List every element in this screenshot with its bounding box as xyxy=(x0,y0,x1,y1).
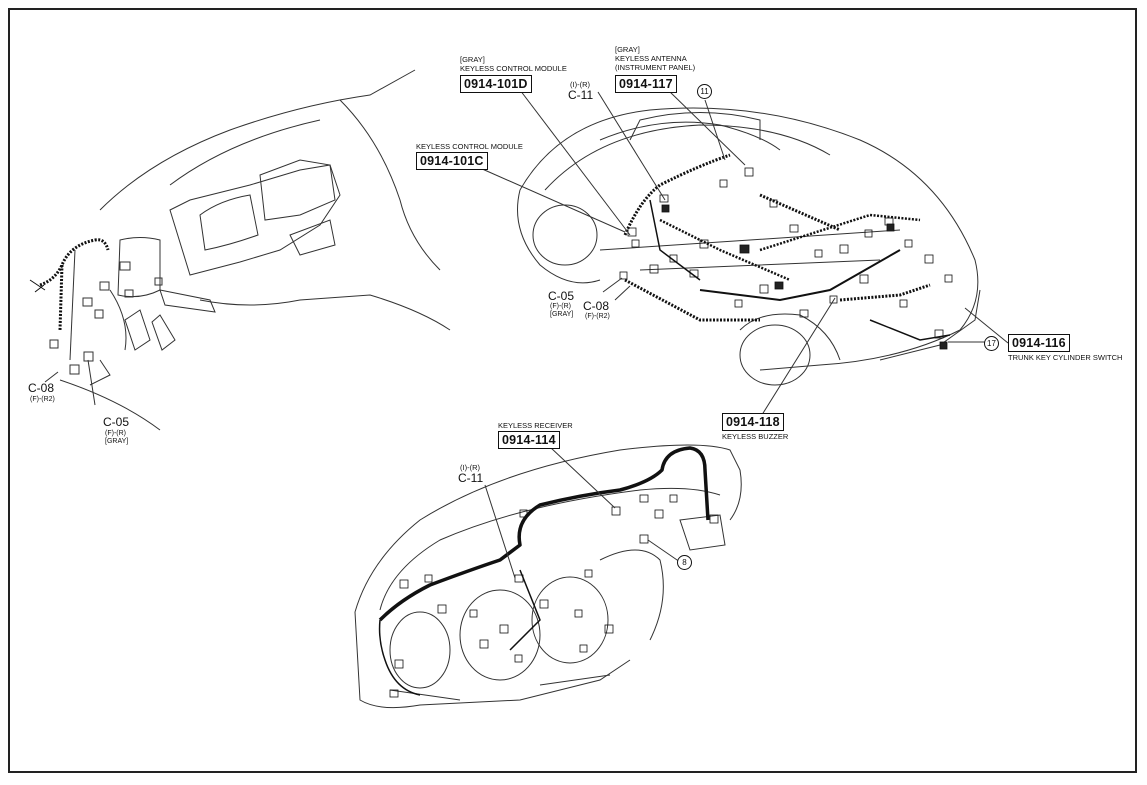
receiver-note: KEYLESS RECEIVER xyxy=(498,421,573,430)
antenna-note-gray: [GRAY] xyxy=(615,45,640,54)
marker-11: 11 xyxy=(697,84,712,99)
c05-car-label: C-05 xyxy=(548,289,575,303)
c08-car-label: C-08 xyxy=(583,299,610,313)
c05-left-color: [GRAY] xyxy=(105,438,129,445)
kcm-c-code: 0914-101C xyxy=(416,152,488,170)
c05-car-color: [GRAY] xyxy=(550,311,574,318)
diagram-frame xyxy=(8,8,1137,773)
c05-left-label: C-05 xyxy=(103,415,130,429)
antenna-note-location: (INSTRUMENT PANEL) xyxy=(615,63,696,72)
buzzer-note: KEYLESS BUZZER xyxy=(722,432,789,441)
trunk-note: TRUNK KEY CYLINDER SWITCH xyxy=(1008,353,1123,362)
c08-car-spec: (F)-(R2) xyxy=(585,313,610,320)
kcm-d-note-title: KEYLESS CONTROL MODULE xyxy=(460,64,567,73)
c11-dash-label: C-11 xyxy=(458,471,484,485)
c11-top-spec: (I)-(R) xyxy=(570,80,590,89)
marker-17: 17 xyxy=(984,336,999,351)
footwell-view xyxy=(29,69,451,431)
c08-left-spec: (F)-(R2) xyxy=(30,396,55,403)
trunk-code: 0914-116 xyxy=(1008,334,1070,352)
kcm-c-note: KEYLESS CONTROL MODULE xyxy=(416,142,523,151)
kcm-d-code: 0914-101D xyxy=(460,75,532,93)
receiver-code: 0914-114 xyxy=(498,431,560,449)
buzzer-code: 0914-118 xyxy=(722,413,784,431)
antenna-code: 0914-117 xyxy=(615,75,677,93)
antenna-note-title: KEYLESS ANTENNA xyxy=(615,54,687,63)
vehicle-view xyxy=(479,89,1009,419)
c08-left-label: C-08 xyxy=(28,381,55,395)
instrument-panel-view xyxy=(354,444,742,709)
marker-8: 8 xyxy=(677,555,692,570)
kcm-d-note-gray: [GRAY] xyxy=(460,55,485,64)
c11-top-label: C-11 xyxy=(568,88,594,102)
c05-car-spec: (F)-(R) xyxy=(550,303,571,310)
c05-left-spec: (F)-(R) xyxy=(105,430,126,437)
c11-dash-spec: (I)-(R) xyxy=(460,463,480,472)
